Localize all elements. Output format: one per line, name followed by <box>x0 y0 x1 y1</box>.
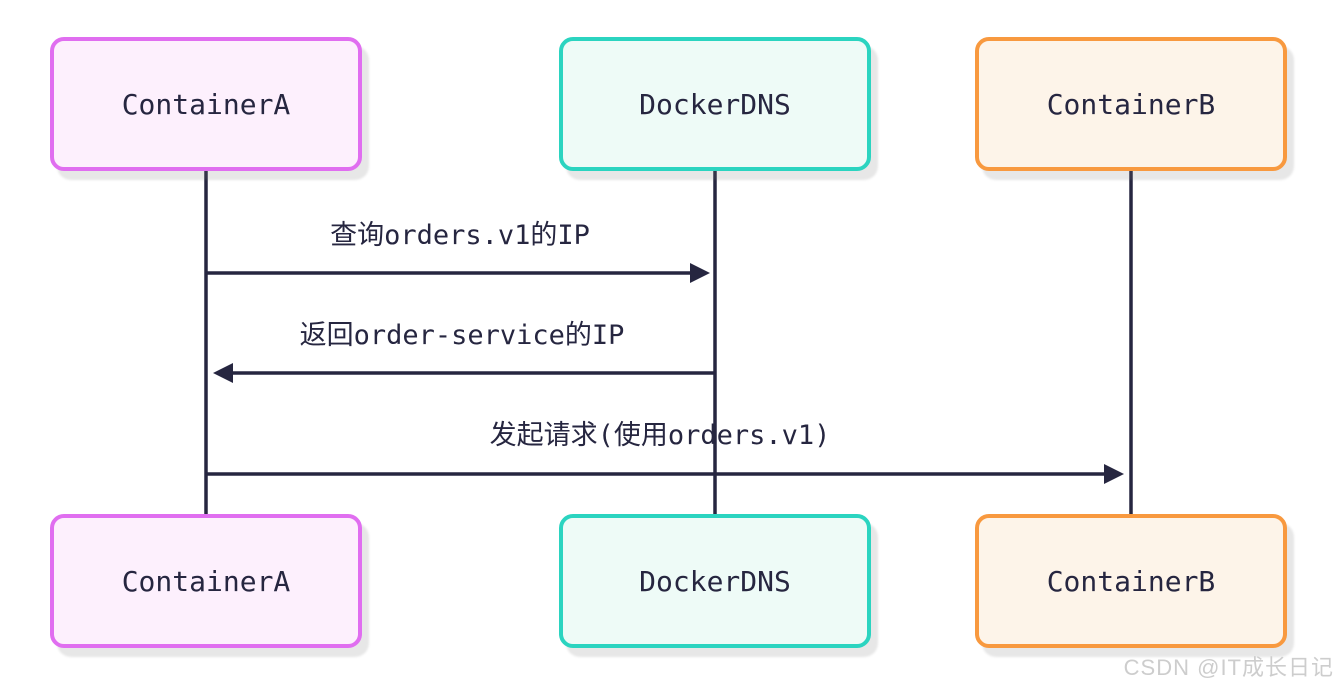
message-arrow-send-request <box>206 464 1124 484</box>
actor-label-containera-top: ContainerA <box>121 87 291 121</box>
watermark: CSDN @IT成长日记 <box>1123 655 1334 680</box>
message-label-send-request: 发起请求(使用orders.v1) <box>489 420 831 451</box>
message-arrow-return-ip <box>213 363 715 383</box>
message-label-return-ip: 返回order-service的IP <box>299 320 625 351</box>
actor-label-containera-bottom: ContainerA <box>121 564 291 598</box>
actor-box-dockerdns-top: DockerDNS <box>559 37 871 171</box>
actor-box-containerb-bottom: ContainerB <box>975 514 1287 648</box>
actor-box-containera-top: ContainerA <box>50 37 362 171</box>
actor-box-containera-bottom: ContainerA <box>50 514 362 648</box>
actor-label-containerb-bottom: ContainerB <box>1046 564 1216 598</box>
message-label-query-ip: 查询orders.v1的IP <box>330 220 590 251</box>
actor-box-dockerdns-bottom: DockerDNS <box>559 514 871 648</box>
actor-label-dockerdns-top: DockerDNS <box>639 87 791 121</box>
message-arrow-query-ip <box>206 263 710 283</box>
actor-label-containerb-top: ContainerB <box>1046 87 1216 121</box>
actor-label-dockerdns-bottom: DockerDNS <box>639 564 791 598</box>
actor-box-containerb-top: ContainerB <box>975 37 1287 171</box>
